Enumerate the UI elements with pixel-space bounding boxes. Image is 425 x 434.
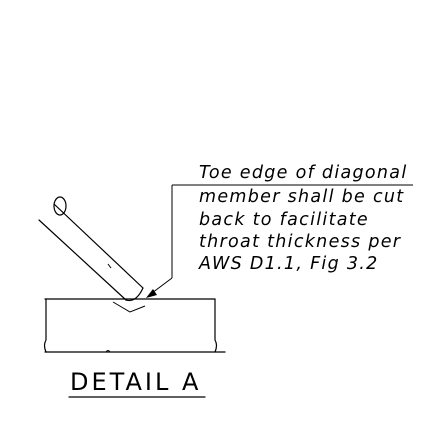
diagonal-center-tick [107,263,112,269]
chord-right-break [214,298,218,353]
note-line-2: member shall be cut [199,187,404,207]
chord-weld-mark [112,301,146,313]
detail-label: DETAIL A [70,368,201,396]
diagonal-member [38,196,144,302]
chord-bottom-mark [105,350,111,353]
weld-note: Toe edge of diagonal member shall be cut… [198,163,408,274]
detail-title: DETAIL A [68,368,206,398]
leader-line [146,184,413,298]
note-line-3: back to facilitate [199,210,369,230]
leader-diagonal [151,277,173,294]
diagonal-end-cap [53,196,67,216]
diagonal-edge-upper [53,203,144,289]
chord-left-break [43,298,47,353]
leader-arrowhead [146,289,157,298]
note-line-5: AWS D1.1, Fig 3.2 [198,254,379,274]
chord-member [43,298,226,353]
diagonal-edge-lower [38,219,127,301]
note-line-4: throat thickness per [199,232,402,252]
note-line-1: Toe edge of diagonal [199,163,408,183]
